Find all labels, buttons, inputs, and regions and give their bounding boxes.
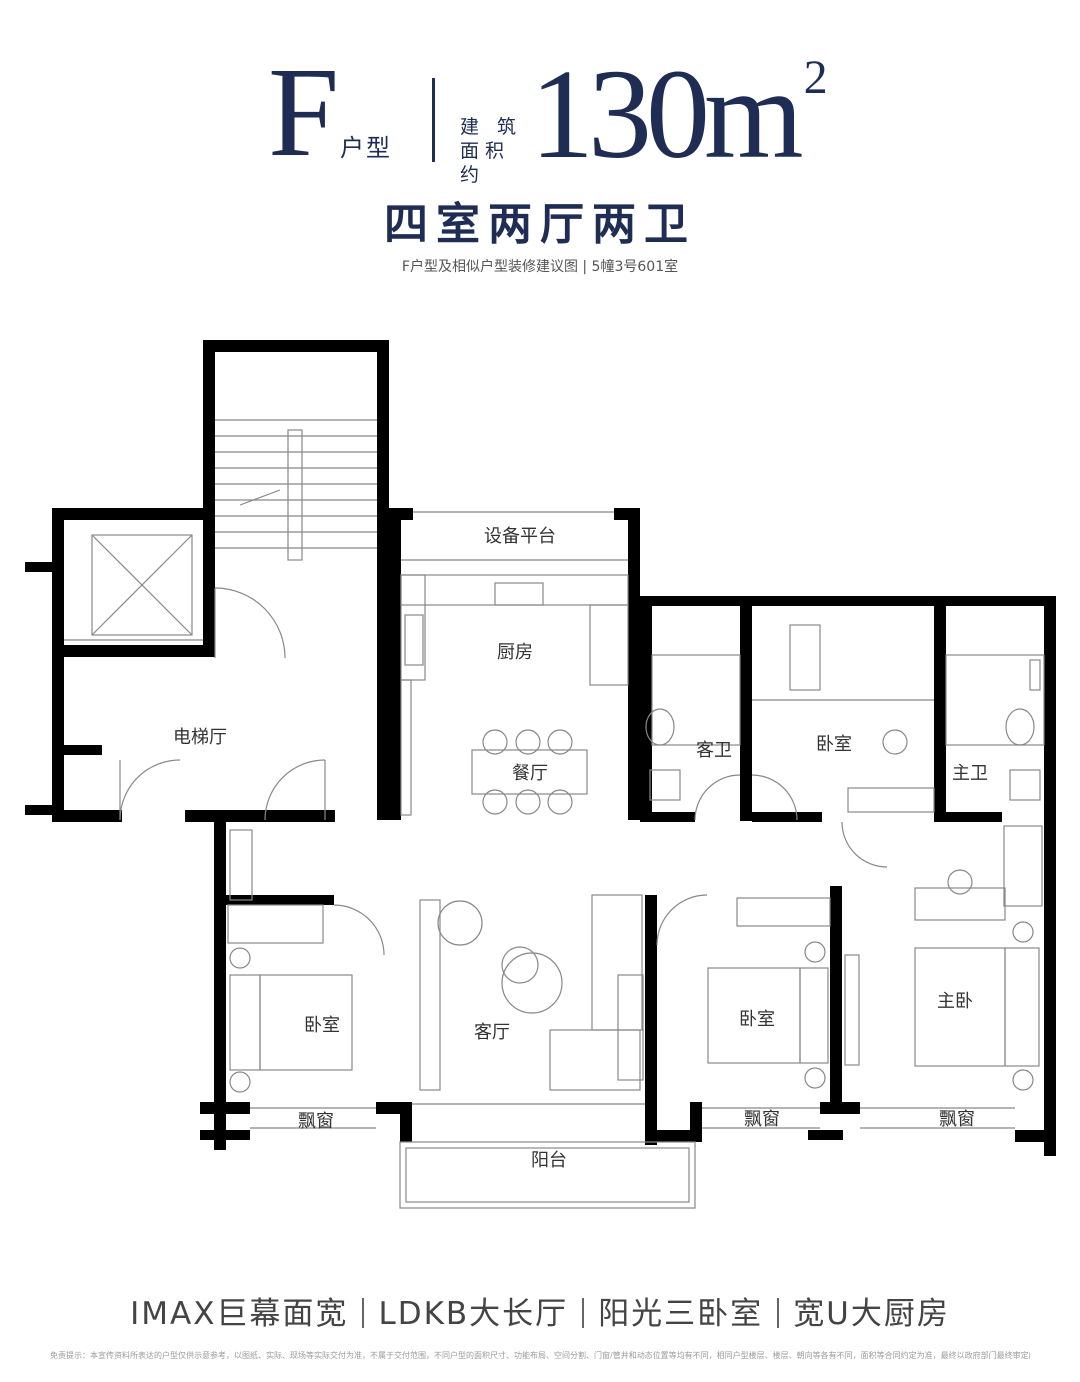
room-label-bay-window-east: 飘窗	[939, 1109, 975, 1130]
room-label-bedroom-west: 卧室	[304, 1015, 340, 1036]
room-label-bedroom-north: 卧室	[816, 734, 852, 755]
room-label-elevator-hall: 电梯厅	[173, 727, 227, 748]
disclaimer: 免责提示：本宣传资料所表达的户型仅供示意参考，以图纸、实际、现场等实际交付为准，…	[50, 1351, 1030, 1360]
room-label-master-bath: 主卫	[952, 763, 988, 784]
room-label-equipment-platform: 设备平台	[484, 526, 556, 547]
unit-type-letter: F	[268, 41, 340, 183]
floor-plan: 设备平台 厨房 电梯厅 餐厅 客卫 卧室 主卫 卧室 客厅 卧室 主卧 飘窗 飘…	[0, 290, 1080, 1260]
feature-bar: IMAX巨幕面宽 LDKB大长厅阳光三卧室宽U大厨房	[0, 1288, 1080, 1333]
feature-item: 宽U大厨房	[793, 1296, 950, 1332]
feature-separator	[362, 1298, 365, 1328]
unit-type-suffix: 户型	[340, 134, 392, 162]
feature-separator	[582, 1298, 585, 1328]
plan-caption: F户型及相似户型装修建议图 | 5幢3号601室	[401, 259, 679, 275]
area-label: 建 筑 面积约	[460, 115, 530, 187]
room-label-balcony: 阳台	[531, 1150, 567, 1171]
feature-item: 阳光三卧室	[598, 1296, 764, 1332]
room-label-dining: 餐厅	[512, 763, 548, 784]
feature-item: IMAX巨幕面宽	[130, 1296, 349, 1332]
room-label-master-bedroom: 主卧	[937, 991, 973, 1012]
area-label-line1: 建 筑	[460, 116, 523, 138]
room-label-kitchen: 厨房	[497, 642, 533, 663]
area-number: 130m	[530, 43, 804, 185]
room-label-guest-bath: 客卫	[696, 740, 732, 761]
feature-separator	[777, 1298, 780, 1328]
area-label-line2: 面积约	[460, 140, 511, 186]
feature-item: LDKB大长厅	[378, 1296, 569, 1332]
room-label-bedroom-mid: 卧室	[739, 1009, 775, 1030]
room-label-bay-window-mid: 飘窗	[744, 1109, 780, 1130]
room-label-bay-window-west: 飘窗	[298, 1111, 334, 1132]
title-divider	[432, 78, 435, 162]
floor-plan-drawing	[25, 340, 1056, 1209]
layout-subtitle: 四室两厅两卫	[384, 199, 696, 250]
room-label-living: 客厅	[474, 1022, 510, 1043]
area-unit-sup: 2	[803, 51, 828, 104]
